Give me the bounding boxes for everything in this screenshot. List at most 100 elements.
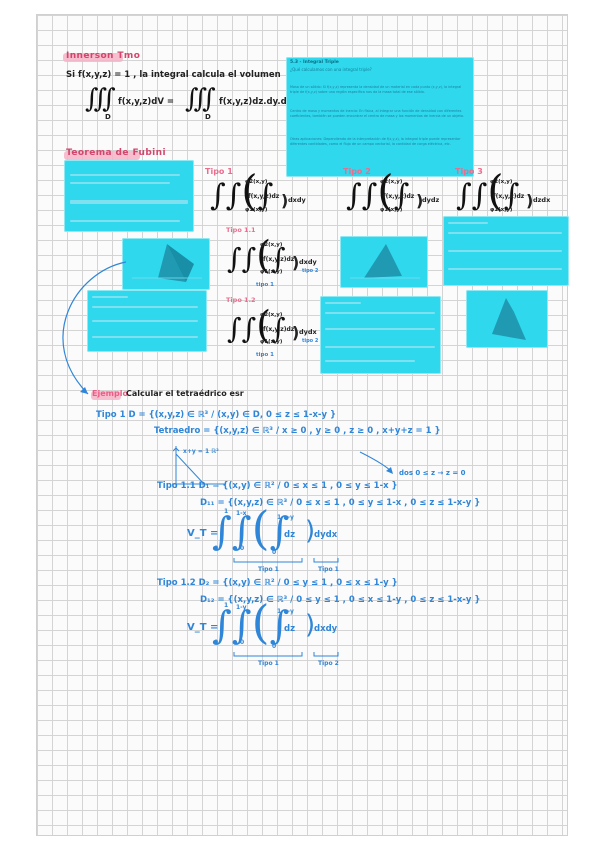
tipo2-phi1: φ1(x,y)	[380, 207, 403, 213]
tipo1-dxdy: )	[281, 191, 289, 210]
slide-paragraph-1: Masa de un sólido: Si f(x,y,z) represent…	[290, 85, 462, 94]
vt1-lower-outer: 0	[214, 545, 219, 552]
tipo3-f: f(x,y,z)dz	[493, 193, 525, 200]
vt-integral-1: ∫∫(∫	[212, 501, 290, 555]
slide-heading: 5.3 - Integral Triple	[290, 60, 339, 65]
tipo1-phi2: φ2(x,y)	[245, 179, 268, 185]
vt-label-2: V_T =	[187, 622, 219, 633]
vt1-upper-inner: 1-x-y	[277, 514, 294, 521]
tipo12-tipo1-note: tipo 1	[256, 352, 274, 358]
region-sketch	[172, 446, 226, 488]
vt1-paren: )	[305, 516, 316, 546]
tipo1-integral: ∫∫(∫	[210, 166, 274, 215]
tipo12-definition: Tipo 1.2 D₂ = {(x,y) ∈ ℝ² / 0 ≤ y ≤ 1 , …	[157, 578, 398, 588]
vt2-braces	[233, 652, 339, 657]
vt-integral-2: ∫∫(∫	[212, 595, 290, 649]
example-heading: Calcular el tetraédrico esr	[126, 389, 244, 398]
vt1-brace-b: Tipo 1	[318, 566, 339, 573]
section-title-fubini: Teorema de Fubini	[66, 148, 166, 158]
tipo12-diff: dydx	[299, 328, 317, 336]
tetraedro-definition: Tetraedro = {(x,y,z) ∈ ℝ³ / x ≥ 0 , y ≥ …	[154, 426, 441, 436]
vt1-upper-outer: 1	[224, 508, 229, 515]
tipo3-phi1: φ1(x,y)	[490, 207, 513, 213]
label-tipo3: Tipo 3	[455, 167, 483, 176]
tipo3-diff: dzdx	[533, 196, 551, 204]
label-tipo1: Tipo 1	[205, 167, 233, 176]
tipo1-definition: Tipo 1 D = {(x,y,z) ∈ ℝ³ / (x,y) ∈ D, 0 …	[96, 410, 337, 420]
slide-photo-triple-integral: 5.3 - Integral Triple ¿Qué calculamos co…	[286, 57, 474, 177]
example-label: Ejemplo	[92, 389, 128, 398]
slide-question: ¿Qué calculamos con una integral triple?	[290, 67, 372, 72]
formula-right: f(x,y,z)dz.dy.dx	[219, 97, 293, 107]
tipo11-tipo2-note: tipo 2	[302, 268, 319, 274]
d11-definition: D₁₁ = {(x,y,z) ∈ ℝ³ / 0 ≤ x ≤ 1 , 0 ≤ y …	[200, 498, 481, 508]
slide-photo-region-3d	[122, 238, 210, 290]
tipo3-paren: )	[526, 191, 534, 210]
tipo1-f: f(x,y,z)dz	[248, 193, 280, 200]
vt2-upper-inner: 1-x-y	[277, 608, 294, 615]
tipo11-f: f(x,y,z)dz	[263, 256, 295, 263]
tipo12-integral: ∫∫(∫	[227, 303, 286, 347]
vt2-upper-outer: 1	[224, 602, 229, 609]
vt2-lower-outer: 0	[214, 639, 219, 646]
slide-photo-tipo2-3	[320, 296, 441, 374]
arrow-note: dos 0 ≤ z → z = 0	[399, 469, 466, 477]
tipo11-diff: dxdy	[299, 258, 317, 266]
vt1-dz: dz	[284, 530, 296, 540]
tipo2-phi2: φ2(x,y)	[380, 179, 403, 185]
fubini-highlight	[64, 151, 140, 160]
section-title-volume: Innerson Tmo	[66, 51, 141, 61]
tipo3-phi2: φ2(x,y)	[490, 179, 513, 185]
formula-left: f(x,y,z)dV =	[118, 97, 174, 107]
volume-statement: Si f(x,y,z) = 1 , la integral calcula el…	[66, 70, 281, 80]
vt1-braces	[233, 558, 339, 563]
tipo1-diff: dxdy	[288, 196, 306, 204]
tipo11-paren: )	[292, 253, 300, 272]
slide-paragraph-3: Otras aplicaciones: Dependiendo de la in…	[290, 137, 461, 146]
vt2-lower-mid: 0	[240, 639, 245, 646]
vt1-dydx: dydx	[314, 530, 338, 540]
label-tipo11: Tipo 1.1	[226, 226, 256, 234]
tipo11-definition: Tipo 1.1 D₁ = {(x,y) ∈ ℝ² / 0 ≤ x ≤ 1 , …	[157, 481, 398, 491]
tipo12-tipo2-note: tipo 2	[302, 338, 319, 344]
slide-photo-region-tipo2	[340, 236, 428, 288]
tipo12-phi1: φ1(x,y)	[260, 339, 283, 345]
label-tipo2: Tipo 2	[343, 167, 371, 176]
sketch-label: x+y = 1 ℝ²	[183, 448, 219, 455]
vt2-upper-mid: 1-y	[236, 604, 247, 611]
integral-subscript-d2: D	[205, 113, 211, 121]
tipo11-phi1: φ1(x,y)	[260, 269, 283, 275]
tipo2-paren: )	[416, 191, 424, 210]
vt1-upper-mid: 1-x	[236, 510, 247, 517]
triple-integral-right: ∭	[185, 84, 216, 114]
vt1-lower-mid: 0	[240, 545, 245, 552]
title-highlight	[63, 53, 123, 62]
tipo2-f: f(x,y,z)dz	[383, 193, 415, 200]
vt2-lower-inner: 0	[272, 643, 277, 650]
label-tipo12: Tipo 1.2	[226, 296, 256, 304]
triple-integral-left: ∭	[85, 84, 116, 114]
example-highlight	[91, 391, 121, 400]
slide-photo-tipo1-list	[87, 290, 207, 352]
vt1-lower-inner: 0	[272, 549, 277, 556]
vt2-dxdy: dxdy	[314, 624, 338, 634]
tipo1-phi1: φ1(x,y)	[245, 207, 268, 213]
tipo11-integral: ∫∫(∫	[227, 233, 286, 277]
d12-definition: D₁₂ = {(x,y,z) ∈ ℝ³ / 0 ≤ y ≤ 1 , 0 ≤ x …	[200, 595, 481, 605]
slide-photo-fubini	[64, 160, 194, 232]
tipo3-integral: ∫∫(∫	[456, 166, 520, 215]
vt-label-1: V_T =	[187, 528, 219, 539]
vt2-dz: dz	[284, 624, 296, 634]
slide-photo-region-tipo3	[466, 290, 548, 348]
tipo2-integral: ∫∫(∫	[346, 166, 410, 215]
tipo12-f: f(x,y,z)dz	[263, 326, 295, 333]
vt1-brace-a: Tipo 1	[258, 566, 279, 573]
tipo11-phi2: φ2(x,y)	[260, 242, 283, 248]
slide-photo-tipos	[443, 216, 569, 286]
tipo12-paren: )	[292, 323, 300, 342]
tipo12-phi2: φ2(x,y)	[260, 312, 283, 318]
vt2-brace-a: Tipo 1	[258, 660, 279, 667]
tipo2-diff: dydz	[422, 196, 440, 204]
vt2-brace-b: Tipo 2	[318, 660, 339, 667]
